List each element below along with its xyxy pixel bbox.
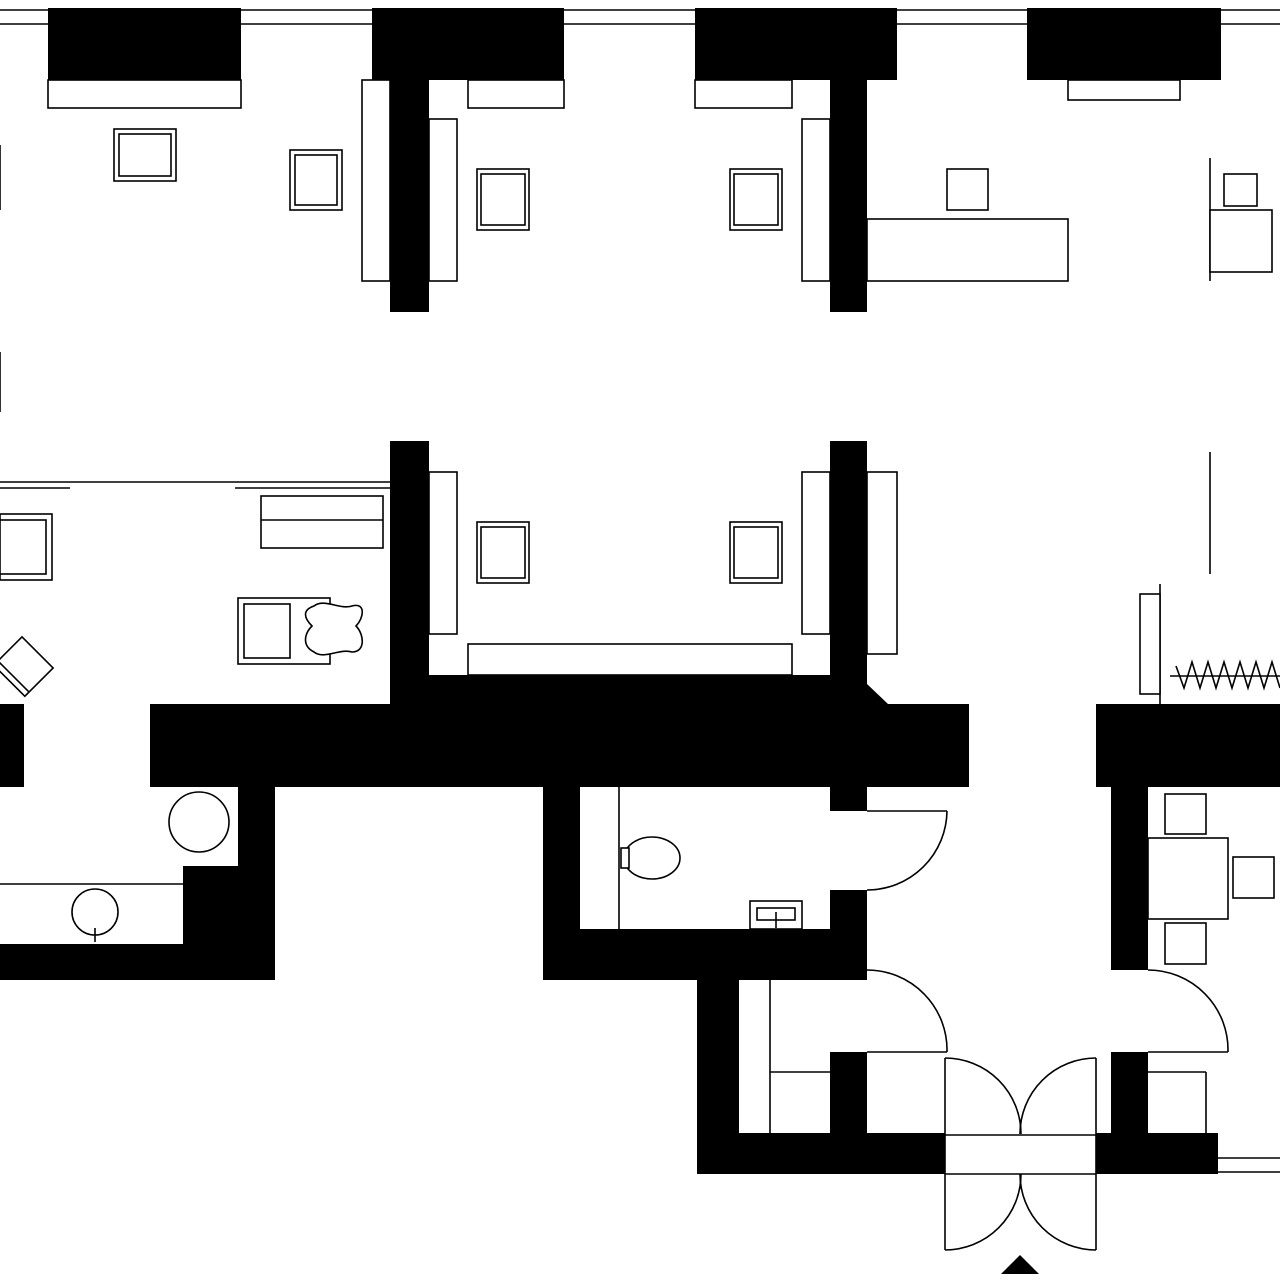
wall-left-stub [0,704,24,787]
cabinet [428,471,458,635]
cabinet [801,471,831,635]
coat-area [1139,452,1280,704]
sofa [260,495,384,549]
stool-icon [0,635,55,698]
room-upper-center [428,118,831,282]
wall-left-wc-bottom [0,944,275,980]
wall-partition-lower-right [830,441,867,711]
chair-icon [1232,856,1275,899]
table [1147,837,1229,920]
chair-icon [729,521,783,584]
left-wc [0,791,230,942]
walls [0,8,1280,1174]
wall-partition-upper-left [390,80,429,312]
chair-icon [289,149,343,211]
wall-right-room-left-top [1111,787,1148,970]
entrance-arrow-icon [1001,1255,1039,1274]
room-lower-center [428,471,898,676]
bench [1139,593,1161,695]
toilet-icon [620,836,681,880]
desk [866,218,1069,282]
chair-icon [729,168,783,231]
room-lower-left [0,481,390,698]
cabinet [361,79,391,282]
washbasin-icon [168,791,230,853]
wall-partition-lower-left [390,441,429,711]
wall-central-band [150,675,969,787]
chair-icon [476,521,530,584]
chair-icon [476,168,530,231]
cabinet [428,118,458,282]
wall-top-pier-2 [372,8,564,80]
room-upper-left [0,79,391,412]
chair-icon [946,168,989,211]
wall-storage-bottom [697,1133,945,1174]
cabinet [866,471,898,655]
wall-top-pier-3 [695,8,897,80]
chair-icon [113,128,177,182]
wall-right-room-bottom [1096,1133,1218,1174]
desk [1209,209,1273,273]
door-swing-icon [1147,969,1229,1053]
entrance-doors[interactable] [944,1057,1097,1251]
door-swing-icon [866,810,948,891]
wall-right-band [1096,704,1280,787]
door-swing-icon [866,969,948,1053]
chair-icon [1164,793,1207,835]
counter [467,643,793,676]
washbasin-icon [71,888,119,942]
wall-storage-right [830,1052,867,1174]
center-wc [618,787,948,930]
wall-partition-upper-right [830,80,867,312]
treatment-chair-icon [237,597,364,665]
storage-room [739,952,948,1133]
cabinet [801,118,831,282]
wall-top-pier-1 [48,8,241,80]
room-lower-right [1147,793,1280,1173]
wall-center-wc-right-mid [830,890,867,970]
chair-icon [0,513,53,581]
coat-rack-icon [1170,659,1280,691]
sink-icon [749,900,803,930]
wall-center-wc-right-top [830,787,867,811]
chair-icon [1223,173,1258,207]
room-upper-right [866,158,1273,282]
chair-icon [1164,922,1207,965]
window-sills [47,79,1181,109]
wall-top-pier-4 [1027,8,1221,80]
